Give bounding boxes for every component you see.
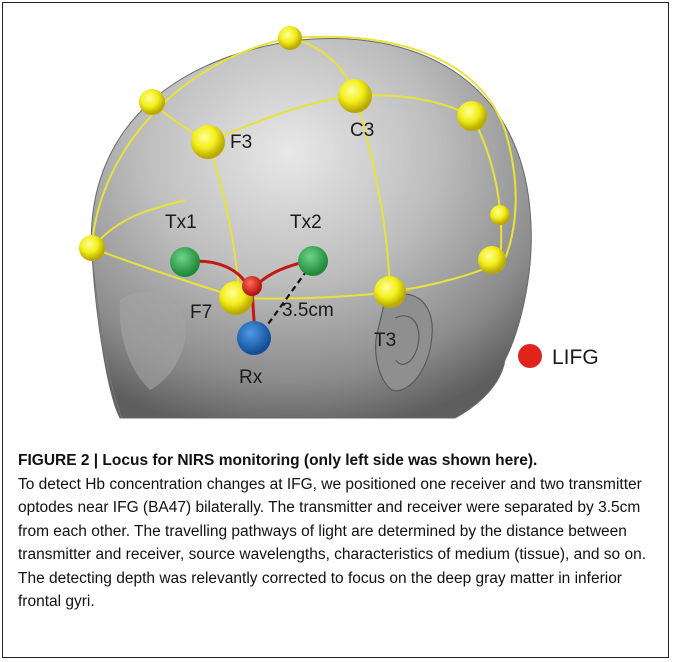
label-f7: F7	[190, 302, 212, 323]
label-c3: C3	[350, 120, 374, 141]
caption-title: FIGURE 2 | Locus for NIRS monitoring (on…	[18, 452, 537, 469]
transmitter-tx1	[170, 247, 200, 277]
legend-lifg-dot	[518, 344, 542, 368]
label-f3: F3	[230, 132, 252, 153]
label-rx: Rx	[239, 367, 263, 388]
receiver-rx	[237, 321, 271, 355]
lifg-marker	[242, 276, 262, 296]
label-tx1: Tx1	[165, 212, 197, 233]
transmitter-tx2	[298, 246, 328, 276]
label-t3: T3	[374, 330, 396, 351]
figure-caption: FIGURE 2 | Locus for NIRS monitoring (on…	[18, 449, 658, 614]
nirs-head-figure: F3 C3 Tx1 Tx2 F7 3.5cm T3 Rx LIFG	[0, 0, 673, 440]
label-distance: 3.5cm	[282, 300, 334, 321]
legend-lifg-label: LIFG	[552, 346, 599, 369]
caption-body: To detect Hb concentration changes at IF…	[18, 476, 646, 611]
label-tx2: Tx2	[290, 212, 322, 233]
